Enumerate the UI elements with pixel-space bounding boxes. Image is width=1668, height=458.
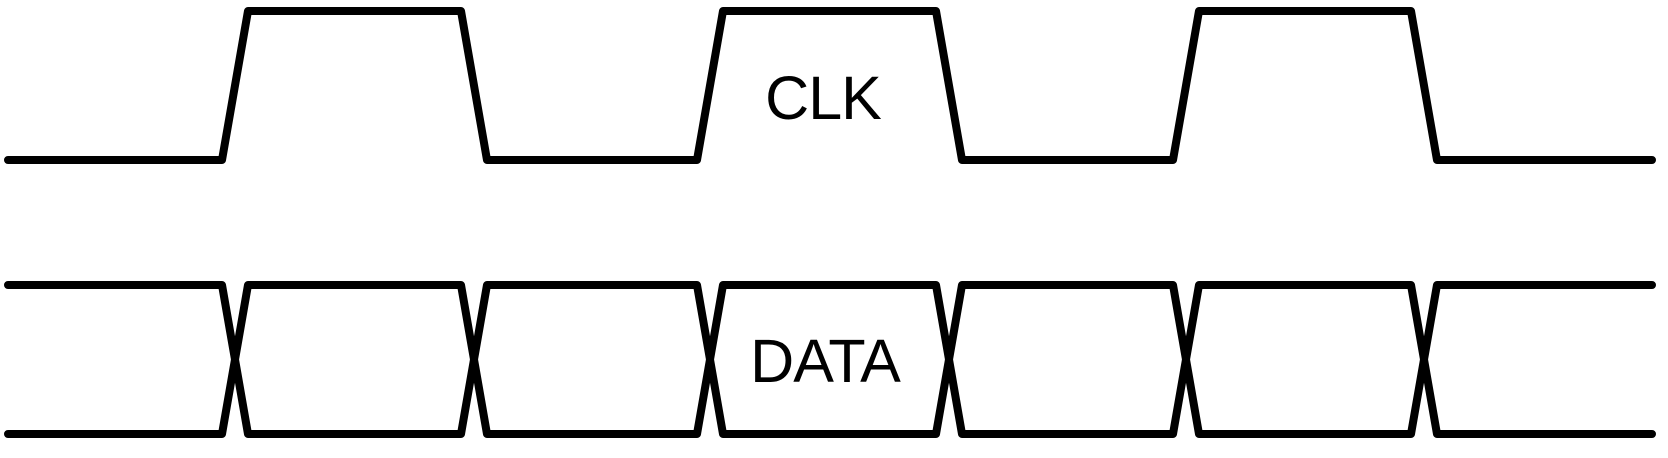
data-bus-lower-waveform bbox=[4, 281, 1656, 438]
data-bus-upper-waveform bbox=[4, 281, 1656, 438]
clk-waveform bbox=[4, 7, 1656, 164]
clk-label: CLK bbox=[765, 64, 881, 132]
data-label: DATA bbox=[750, 327, 901, 395]
